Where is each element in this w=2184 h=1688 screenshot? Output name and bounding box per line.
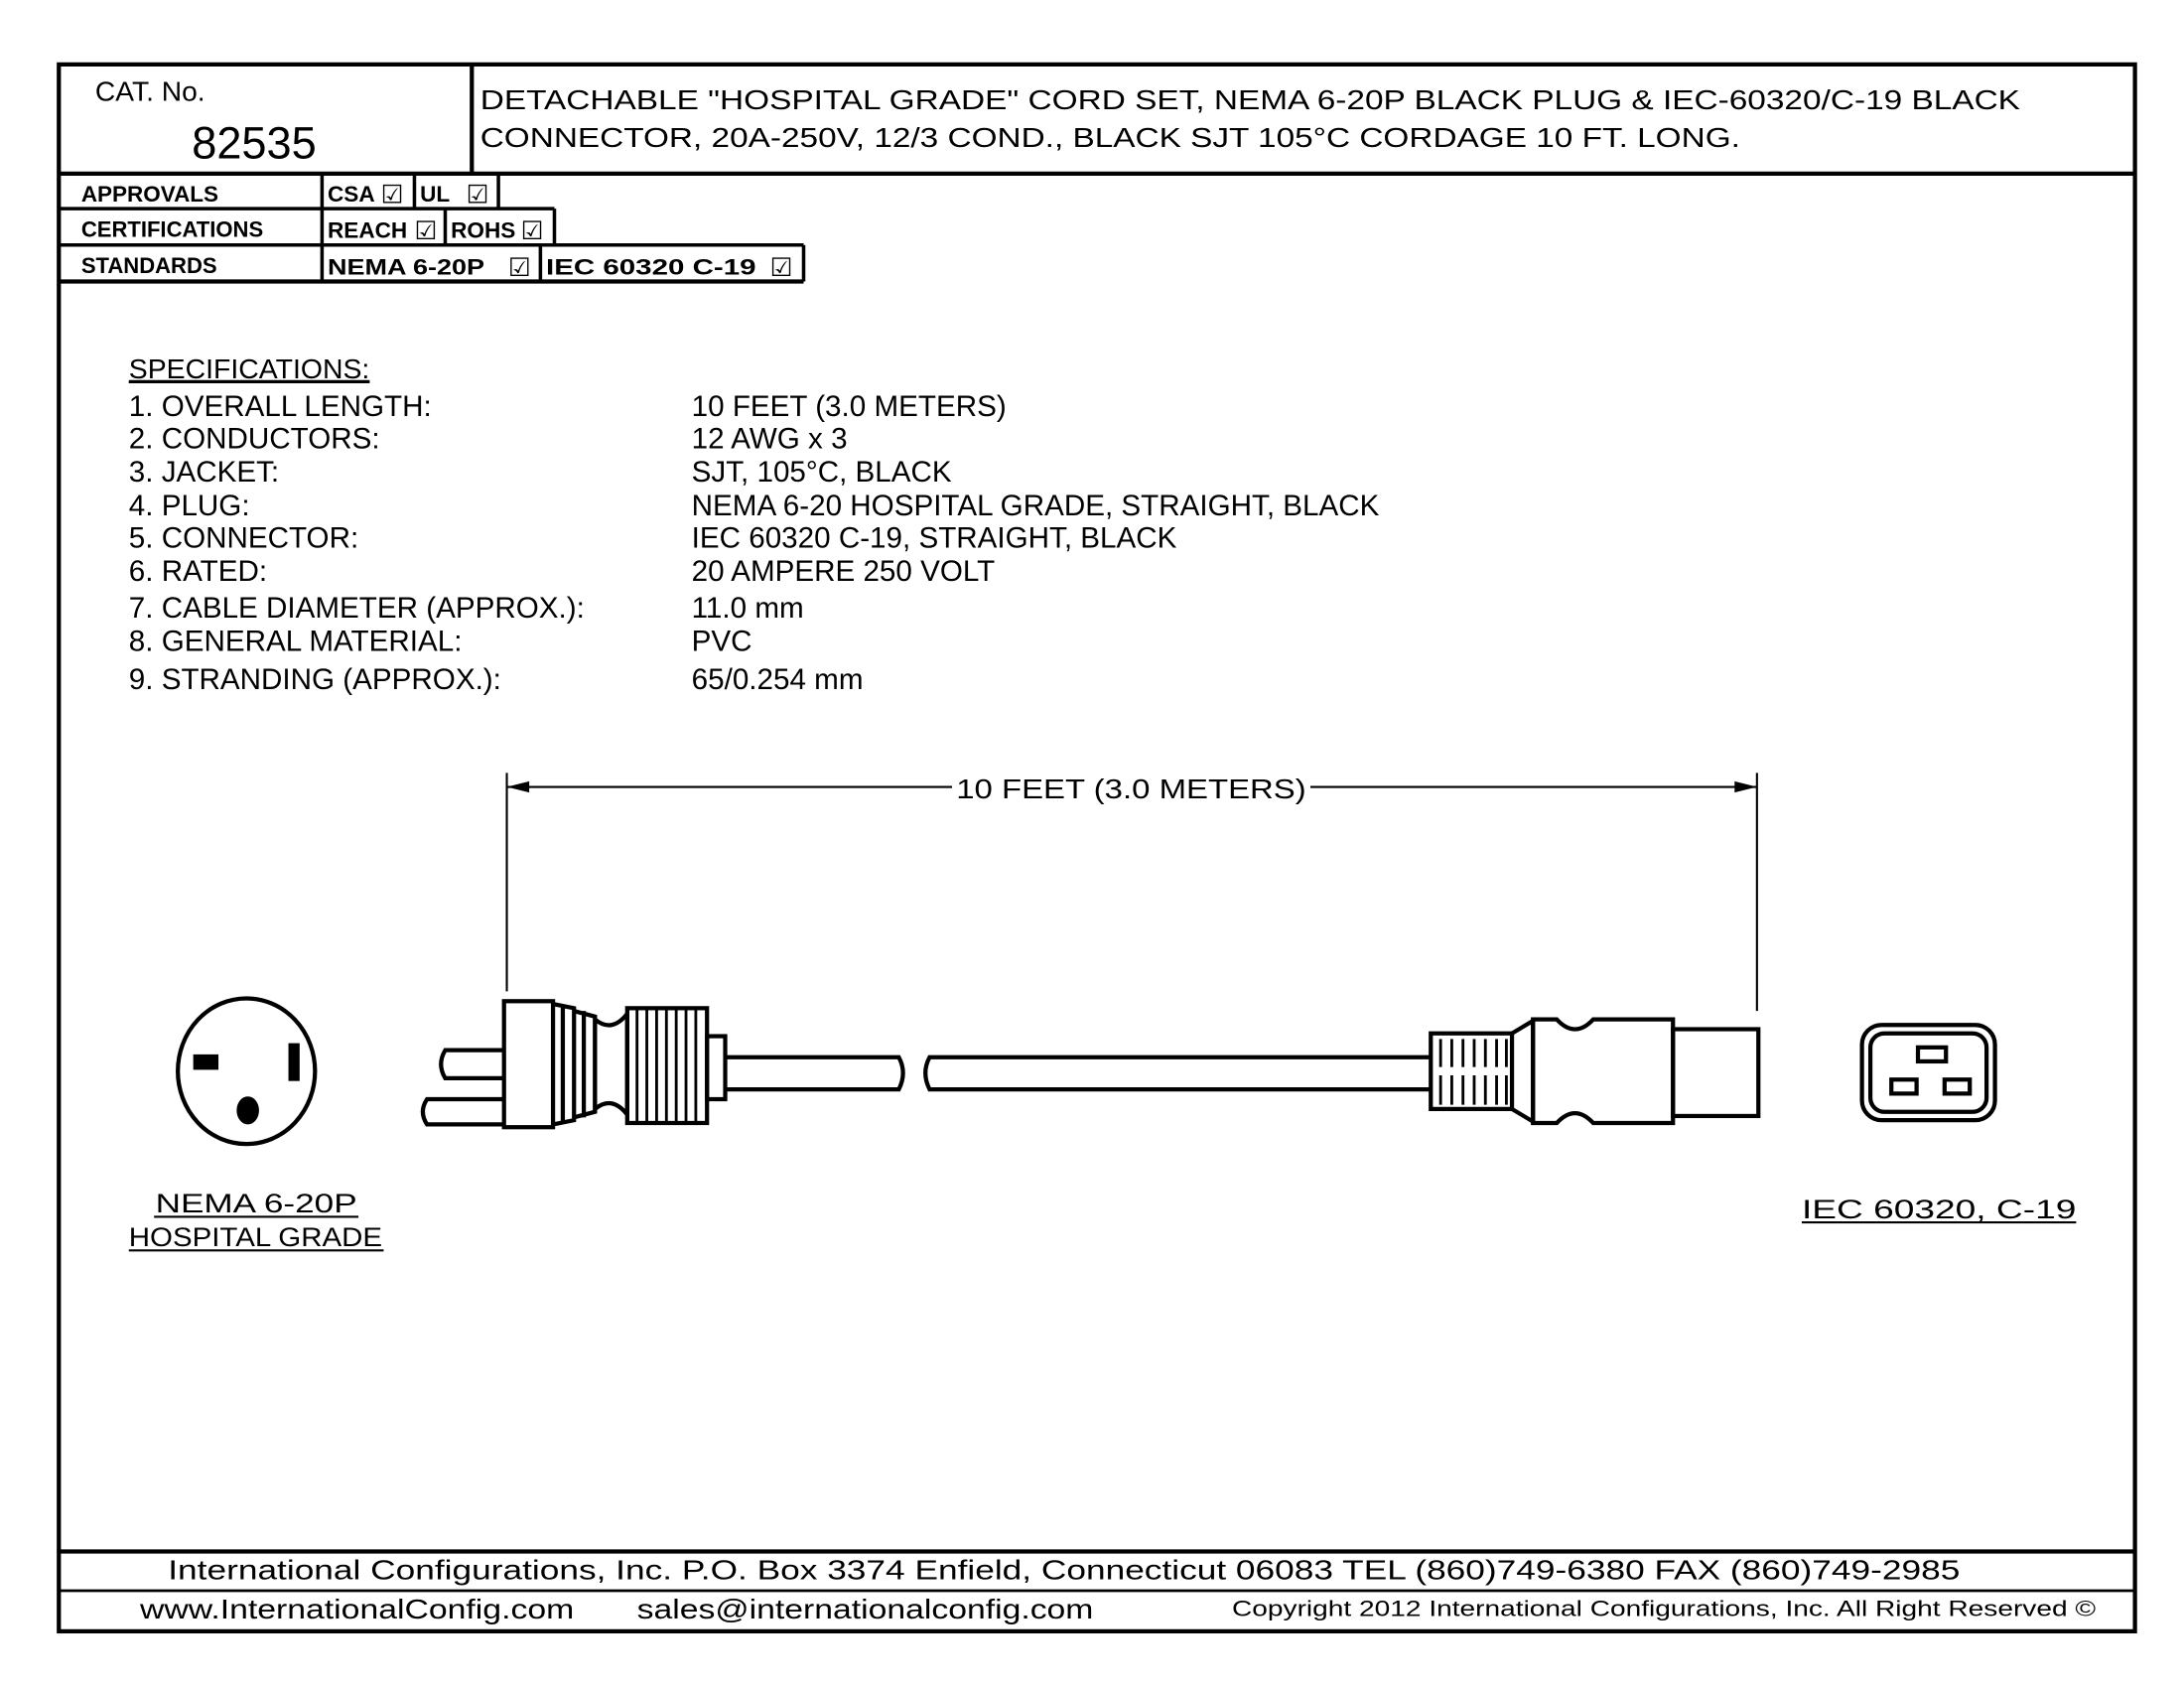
svg-text:ROHS: ROHS: [451, 218, 515, 243]
plug-label-line-2: HOSPITAL GRADE: [129, 1222, 382, 1252]
nema-plug-side-view: [420, 999, 728, 1130]
spec-label: 4. PLUG:: [129, 490, 250, 522]
svg-text:IEC 60320 C-19: IEC 60320 C-19: [546, 254, 756, 279]
connector-label: IEC 60320, C-19: [1802, 1195, 2076, 1224]
specs-title: SPECIFICATIONS:: [129, 352, 370, 384]
specs-list: 1. OVERALL LENGTH:10 FEET (3.0 METERS)2.…: [129, 390, 1380, 696]
iec-c19-face-icon: [1859, 1023, 1997, 1123]
checkbox-checked-icon: ☑: [414, 217, 437, 245]
certification-rohs: ROHS ☑: [451, 217, 543, 245]
spec-value: 65/0.254 mm: [692, 663, 864, 696]
website-link[interactable]: www.InternationalConfig.com: [139, 1593, 574, 1624]
svg-text:CSA: CSA: [328, 182, 375, 207]
standard-nema: NEMA 6-20P ☑: [328, 254, 531, 282]
spec-label: 1. OVERALL LENGTH:: [129, 390, 432, 423]
checkbox-checked-icon: ☑: [381, 181, 404, 209]
approval-csa: CSA ☑: [328, 181, 403, 209]
iec-connector-side-view: [1429, 1017, 1761, 1126]
spec-value: 11.0 mm: [692, 592, 804, 625]
spec-value: 10 FEET (3.0 METERS): [692, 390, 1007, 423]
spec-label: 6. RATED:: [129, 555, 267, 588]
spec-row: 7. CABLE DIAMETER (APPROX.): 11.0 mm: [129, 592, 804, 625]
checkbox-checked-icon: ☑: [508, 254, 531, 282]
spec-value: PVC: [692, 626, 752, 658]
plug-label-line-1: NEMA 6-20P: [156, 1189, 357, 1218]
length-dimension: [505, 773, 1758, 1012]
spec-row: 6. RATED: 20 AMPERE 250 VOLT: [129, 555, 995, 588]
arrow-left-icon: [506, 780, 530, 793]
spec-row: 9. STRANDING (APPROX.): 65/0.254 mm: [129, 663, 864, 696]
checkbox-checked-icon: ☑: [770, 254, 793, 282]
cable: [725, 1055, 1432, 1092]
copyright: Copyright 2012 International Configurati…: [1232, 1596, 2097, 1620]
dimension-label: 10 FEET (3.0 METERS): [956, 773, 1306, 804]
arrow-right-icon: [1734, 780, 1757, 793]
spec-label: 8. GENERAL MATERIAL:: [129, 626, 463, 658]
checkbox-checked-icon: ☑: [467, 181, 489, 209]
cat-number: 82535: [192, 117, 316, 168]
spec-row: 2. CONDUCTORS: 12 AWG x 3: [129, 422, 848, 455]
spec-row: 4. PLUG: NEMA 6-20 HOSPITAL GRADE, STRAIG…: [129, 490, 1380, 522]
spec-value: NEMA 6-20 HOSPITAL GRADE, STRAIGHT, BLAC…: [692, 490, 1380, 522]
spec-label: 9. STRANDING (APPROX.):: [129, 663, 501, 696]
spec-label: 3. JACKET:: [129, 456, 279, 489]
spec-label: 2. CONDUCTORS:: [129, 422, 380, 455]
cat-label: CAT. No.: [95, 75, 205, 107]
spec-value: IEC 60320 C-19, STRAIGHT, BLACK: [692, 521, 1177, 554]
spec-row: 1. OVERALL LENGTH: 10 FEET (3.0 METERS): [129, 390, 1007, 423]
nema-6-20p-face-icon: [176, 996, 318, 1147]
svg-text:NEMA 6-20P: NEMA 6-20P: [328, 254, 484, 279]
spec-value: 20 AMPERE 250 VOLT: [692, 555, 996, 588]
standard-iec: IEC 60320 C-19 ☑: [546, 254, 792, 282]
svg-text:UL: UL: [420, 182, 450, 207]
title-line-1: DETACHABLE "HOSPITAL GRADE" CORD SET, NE…: [480, 83, 2020, 115]
svg-text:REACH: REACH: [328, 218, 407, 243]
spec-row: 3. JACKET: SJT, 105°C, BLACK: [129, 456, 952, 489]
standards-label: STANDARDS: [81, 253, 217, 278]
company-contact: International Configurations, Inc. P.O. …: [168, 1554, 1960, 1586]
spec-label: 7. CABLE DIAMETER (APPROX.):: [129, 592, 585, 625]
spec-row: 5. CONNECTOR: IEC 60320 C-19, STRAIGHT, B…: [129, 521, 1177, 554]
approval-ul: UL ☑: [420, 181, 488, 209]
spec-value: 12 AWG x 3: [692, 422, 848, 455]
certifications-label: CERTIFICATIONS: [81, 216, 263, 241]
spec-row: 8. GENERAL MATERIAL: PVC: [129, 626, 752, 658]
title-line-2: CONNECTOR, 20A-250V, 12/3 COND., BLACK S…: [480, 121, 1740, 153]
approvals-table: [59, 173, 806, 284]
sheet-border: [57, 62, 2137, 1634]
spec-value: SJT, 105°C, BLACK: [692, 456, 952, 489]
spec-label: 5. CONNECTOR:: [129, 521, 358, 554]
checkbox-checked-icon: ☑: [521, 217, 544, 245]
email-link[interactable]: sales@internationalconfig.com: [637, 1593, 1094, 1624]
approvals-label: APPROVALS: [81, 182, 218, 207]
certification-reach: REACH ☑: [328, 217, 437, 245]
